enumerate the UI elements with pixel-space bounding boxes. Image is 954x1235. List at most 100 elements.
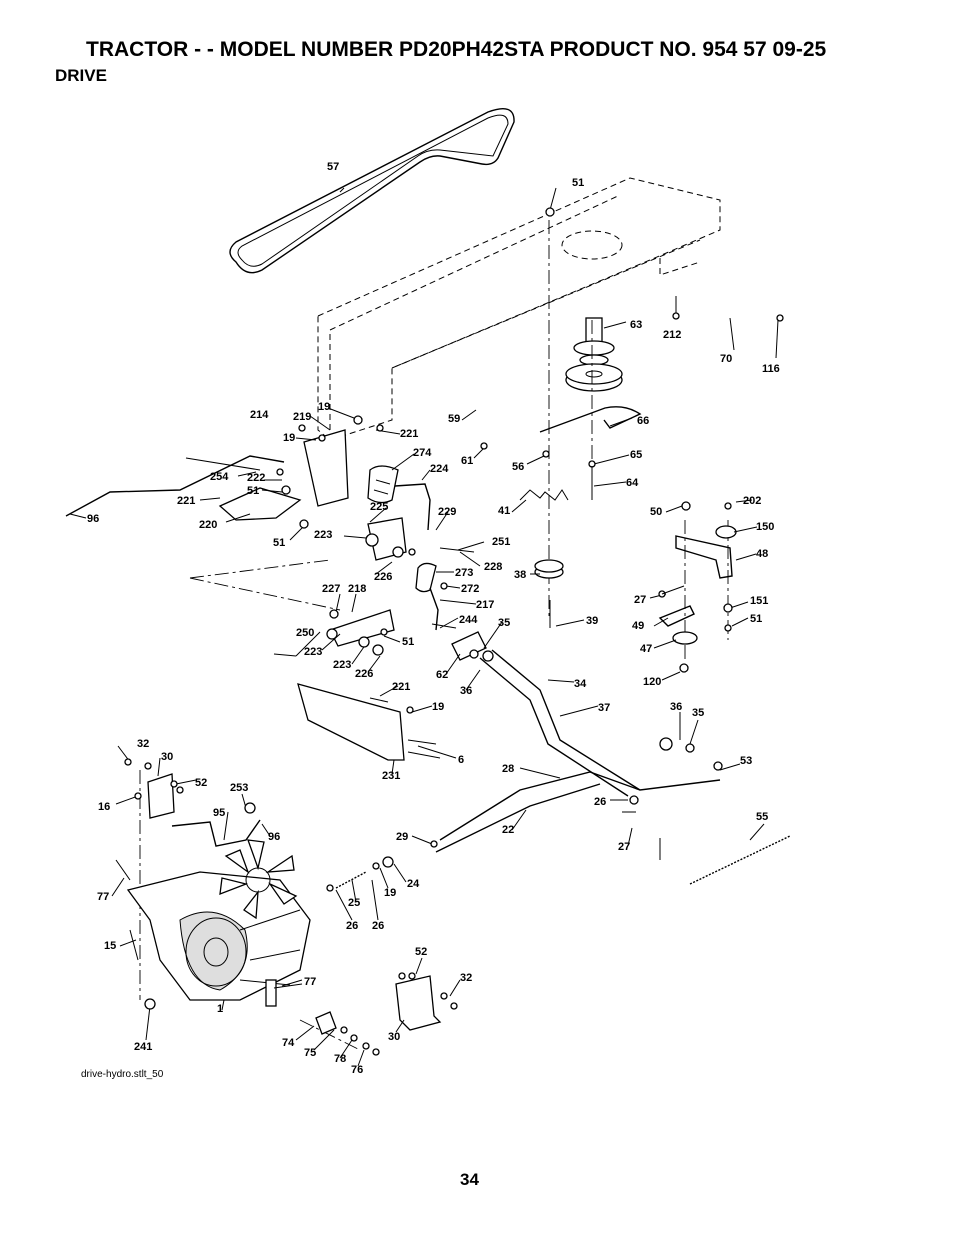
part-label: 274 xyxy=(413,447,432,459)
idler-pulley-assembly xyxy=(565,317,623,392)
part-label: 244 xyxy=(459,614,478,626)
part-label: 22 xyxy=(502,824,514,836)
part-label: 65 xyxy=(630,449,642,461)
part-label: 251 xyxy=(492,536,510,548)
spacer-74 xyxy=(315,1011,337,1035)
bolts xyxy=(115,466,685,989)
part-label: 217 xyxy=(476,599,494,611)
part-label: 32 xyxy=(137,738,149,750)
part-label: 41 xyxy=(498,505,510,517)
rod-214 xyxy=(65,455,285,517)
part-label: 29 xyxy=(396,831,408,843)
part-label: 25 xyxy=(348,897,360,909)
cooling-fan xyxy=(219,839,298,920)
part-label: 35 xyxy=(692,707,704,719)
tractor-frame xyxy=(317,177,721,441)
part-number-labels: 57 51 63 212 70 116 66 59 65 64 61 56 41… xyxy=(87,161,780,1076)
part-label: 34 xyxy=(574,678,587,690)
part-label: 226 xyxy=(355,668,373,680)
part-label: 202 xyxy=(743,495,761,507)
part-label: 220 xyxy=(199,519,217,531)
part-label: 47 xyxy=(640,643,652,655)
part-label: 62 xyxy=(436,669,448,681)
part-label: 32 xyxy=(460,972,472,984)
part-label: 51 xyxy=(572,177,584,189)
part-label: 222 xyxy=(247,472,265,484)
part-label: 70 xyxy=(720,353,732,365)
idler-bracket xyxy=(539,406,642,433)
part-label: 27 xyxy=(618,841,630,853)
part-label: 116 xyxy=(762,363,780,375)
part-label: 26 xyxy=(346,920,358,932)
part-label: 51 xyxy=(402,636,414,648)
part-label: 19 xyxy=(283,432,295,444)
part-label: 214 xyxy=(250,409,269,421)
part-label: 37 xyxy=(598,702,610,714)
part-label: 30 xyxy=(388,1031,400,1043)
part-label: 52 xyxy=(195,777,207,789)
part-label: 221 xyxy=(392,681,410,693)
transaxle xyxy=(126,871,311,1007)
part-label: 78 xyxy=(334,1053,346,1065)
part-label: 59 xyxy=(448,413,460,425)
part-label: 223 xyxy=(304,646,322,658)
part-label: 150 xyxy=(756,521,774,533)
bracket-220 xyxy=(218,487,302,521)
part-label: 19 xyxy=(318,401,330,413)
part-label: 61 xyxy=(461,455,473,467)
part-label: 225 xyxy=(370,501,388,513)
part-label: 63 xyxy=(630,319,642,331)
part-label: 30 xyxy=(161,751,173,763)
part-label: 6 xyxy=(458,754,464,766)
part-label: 26 xyxy=(372,920,384,932)
rod-95 xyxy=(171,819,261,847)
section-title: DRIVE xyxy=(55,66,107,85)
pedal-273 xyxy=(415,562,439,631)
pedal-274 xyxy=(367,465,431,531)
part-label: 51 xyxy=(750,613,762,625)
part-label: 221 xyxy=(400,428,418,440)
part-label: 228 xyxy=(484,561,502,573)
part-label: 19 xyxy=(384,887,396,899)
part-label: 19 xyxy=(432,701,444,713)
rod-34 xyxy=(491,649,721,791)
part-label: 1 xyxy=(217,1003,223,1015)
part-label: 66 xyxy=(637,415,649,427)
part-label: 53 xyxy=(740,755,752,767)
spring-55 xyxy=(689,835,791,885)
part-label: 76 xyxy=(351,1064,363,1076)
part-label: 57 xyxy=(327,161,339,173)
part-label: 95 xyxy=(213,807,225,819)
part-label: 36 xyxy=(460,685,472,697)
part-label: 39 xyxy=(586,615,598,627)
rod-28 xyxy=(439,771,641,841)
page-number: 34 xyxy=(460,1170,479,1189)
hardware xyxy=(124,207,784,1056)
part-label: 151 xyxy=(750,595,768,607)
part-label: 120 xyxy=(643,676,661,688)
part-label: 254 xyxy=(210,471,229,483)
part-label: 49 xyxy=(632,620,644,632)
part-label: 75 xyxy=(304,1047,316,1059)
part-label: 56 xyxy=(512,461,524,473)
part-label: 218 xyxy=(348,583,366,595)
drive-belt xyxy=(229,108,515,274)
part-label: 223 xyxy=(333,659,351,671)
idler-arm-48 xyxy=(658,525,737,645)
part-label: 96 xyxy=(87,513,99,525)
part-label: 226 xyxy=(374,571,392,583)
part-label: 26 xyxy=(594,796,606,808)
part-label: 77 xyxy=(304,976,316,988)
part-label: 27 xyxy=(634,594,646,606)
part-label: 227 xyxy=(322,583,340,595)
pulley-38 xyxy=(534,559,564,579)
part-label: 272 xyxy=(461,583,479,595)
part-label: 51 xyxy=(247,485,259,497)
part-label: 250 xyxy=(296,627,314,639)
part-label: 253 xyxy=(230,782,248,794)
part-label: 36 xyxy=(670,701,682,713)
part-label: 24 xyxy=(407,878,420,890)
part-label: 219 xyxy=(293,411,311,423)
part-label: 15 xyxy=(104,940,116,952)
